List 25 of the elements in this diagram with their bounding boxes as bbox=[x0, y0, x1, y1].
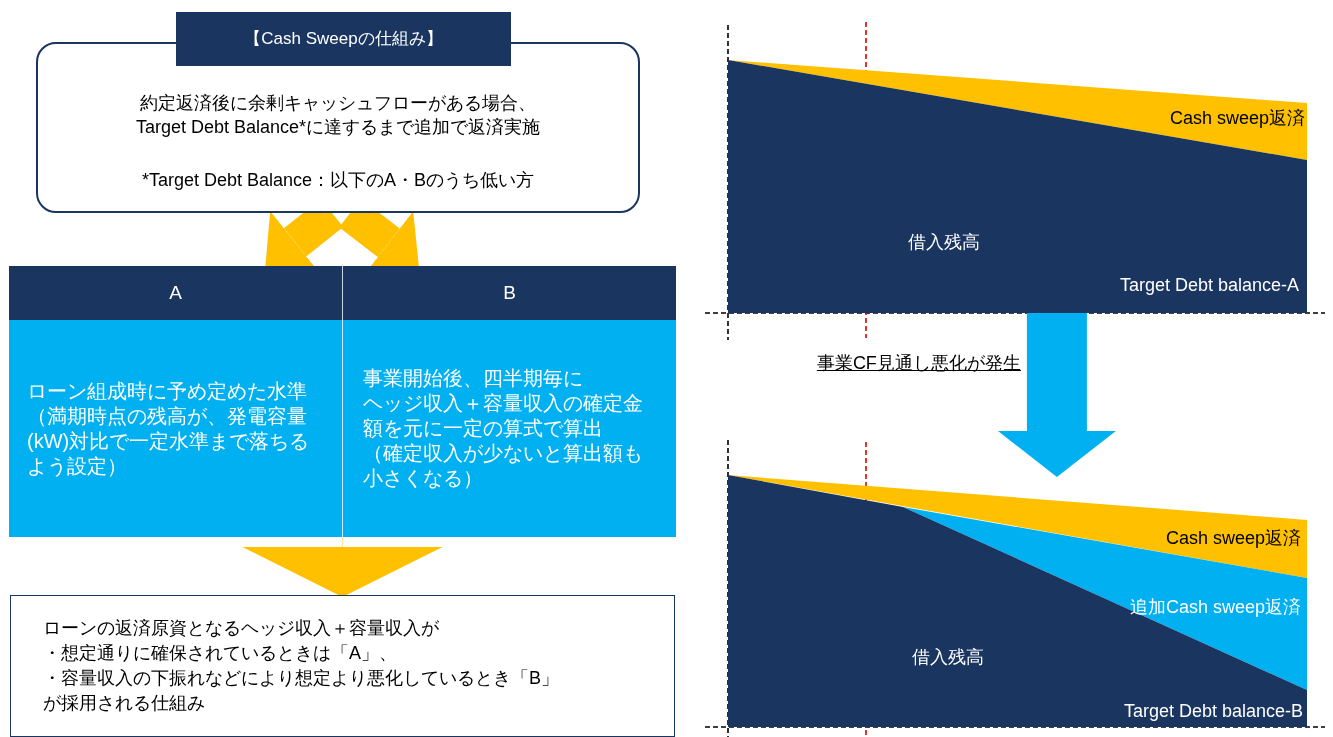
edge-label: 事業CF見通し悪化が発生 bbox=[816, 351, 1021, 375]
body-text: ヘッジ収入＋容量収入の確定金額を元に一定の算式で算出 bbox=[363, 391, 644, 441]
summary-box bbox=[10, 595, 675, 737]
body-text: ローン組成時に予め定めた水準 bbox=[27, 378, 308, 404]
chart-label: Cash sweep返済 bbox=[1165, 527, 1301, 550]
chart-label: Target Debt balance-A bbox=[1119, 274, 1299, 297]
body-text: が採用される仕組み bbox=[43, 692, 206, 715]
title-band: 【Cash Sweepの仕組み】 bbox=[176, 12, 511, 66]
body-text: ローンの返済原資となるヘッジ収入＋容量収入が bbox=[43, 617, 440, 640]
chart-label: 借入残高 bbox=[912, 646, 984, 669]
body-text: Target Debt Balance*に達するまで追加で返済実施 bbox=[134, 116, 542, 139]
chart-label: Target Debt balance-B bbox=[1123, 700, 1303, 723]
block-arrow bbox=[997, 313, 1116, 477]
column-header: A bbox=[9, 266, 342, 320]
column-header: B bbox=[342, 266, 676, 320]
body-text: 約定返済後に余剰キャッシュフローがある場合、 bbox=[139, 92, 537, 115]
body-text: （満期時点の残高が、発電容量(kW)対比で一定水準まで落ちるよう設定） bbox=[27, 403, 311, 479]
chart-label: Cash sweep返済 bbox=[1169, 107, 1305, 130]
body-text: 事業開始後、四半期毎に bbox=[363, 366, 584, 391]
body-text: *Target Debt Balance：以下のA・Bのうち低い方 bbox=[140, 169, 536, 192]
chart-label: 借入残高 bbox=[908, 231, 980, 254]
body-text: ・容量収入の下振れなどにより想定より悪化しているとき「B」 bbox=[43, 667, 560, 690]
body-text: （確定収入が少ないと算出額も小さくなる） bbox=[363, 441, 644, 491]
chart-label: 追加Cash sweep返済 bbox=[1129, 596, 1301, 619]
body-text: ・想定通りに確保されているときは「A」、 bbox=[43, 642, 398, 665]
